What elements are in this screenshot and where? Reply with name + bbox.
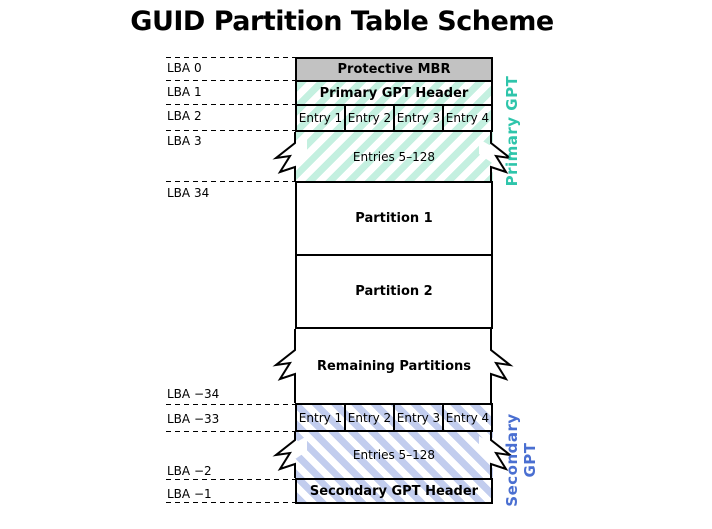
lba-label-neg33: LBA −33	[167, 412, 220, 426]
primary-gpt-header-label: Primary GPT Header	[319, 85, 469, 101]
secondary-entry-1: Entry 1	[298, 410, 343, 425]
secondary-entry-2: Entry 2	[344, 405, 393, 430]
remaining-partitions-box: Remaining Partitions	[272, 327, 514, 405]
partition-1-box: Partition 1	[295, 181, 493, 256]
primary-gpt-header-box: Primary GPT Header	[295, 80, 493, 106]
primary-entry-1: Entry 1	[298, 111, 343, 125]
lba-boundary-line	[166, 431, 296, 432]
diagram-title: GUID Partition Table Scheme	[130, 6, 554, 37]
lba-boundary-line	[166, 104, 296, 105]
lba-label-neg34: LBA −34	[167, 387, 220, 401]
primary-entry-3: Entry 3	[393, 106, 442, 130]
partition-1-label: Partition 1	[355, 211, 433, 226]
lba-label-2: LBA 2	[167, 109, 202, 123]
lba-label-neg2: LBA −2	[167, 464, 212, 478]
lba-label-neg1: LBA −1	[167, 487, 212, 501]
protective-mbr-box: Protective MBR	[295, 57, 493, 82]
secondary-entries-rest-box: Entries 5–128	[272, 430, 514, 480]
protective-mbr-label: Protective MBR	[337, 62, 451, 77]
lba-label-1: LBA 1	[167, 85, 202, 99]
lba-boundary-line	[166, 80, 296, 81]
lba-boundary-line	[166, 502, 296, 503]
lba-label-34: LBA 34	[167, 186, 210, 200]
partition-2-box: Partition 2	[295, 254, 493, 329]
primary-entry-4: Entry 4	[442, 106, 491, 130]
secondary-entry-4: Entry 4	[442, 405, 491, 430]
primary-entries-rest-box: Entries 5–128	[272, 130, 514, 183]
secondary-entry-row: Entry 1 Entry 2 Entry 3 Entry 4	[295, 403, 493, 432]
break-edge	[272, 432, 514, 478]
secondary-entries-rest-label: Entries 5–128	[352, 448, 436, 462]
remaining-partitions-label: Remaining Partitions	[316, 358, 472, 374]
lba-label-0: LBA 0	[167, 61, 202, 75]
break-edge	[272, 329, 514, 403]
partition-2-label: Partition 2	[355, 284, 433, 299]
secondary-gpt-side-label: Secondary GPT	[503, 413, 539, 507]
secondary-entry-3: Entry 3	[393, 405, 442, 430]
secondary-gpt-header-label: Secondary GPT Header	[309, 483, 479, 499]
lba-boundary-line	[166, 404, 296, 405]
primary-gpt-side-label: Primary GPT	[503, 75, 521, 187]
lba-boundary-line	[166, 479, 296, 480]
primary-entries-rest-label: Entries 5–128	[352, 149, 436, 164]
lba-boundary-line	[166, 130, 296, 131]
lba-boundary-line	[166, 57, 296, 58]
lba-boundary-line	[166, 181, 296, 182]
lba-label-3: LBA 3	[167, 134, 202, 148]
secondary-gpt-header-box: Secondary GPT Header	[295, 478, 493, 504]
primary-entry-row: Entry 1 Entry 2 Entry 3 Entry 4	[295, 104, 493, 132]
break-edge	[272, 132, 514, 181]
primary-entry-2: Entry 2	[344, 106, 393, 130]
